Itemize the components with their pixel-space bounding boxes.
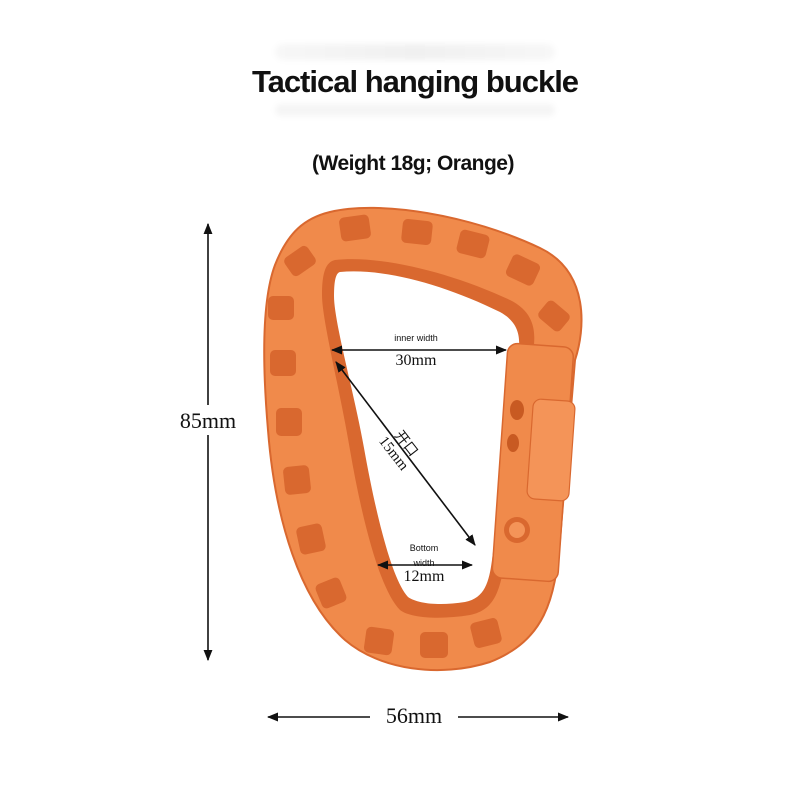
buckle-gate-lock <box>526 398 576 502</box>
bottom-width-value: 12mm <box>404 568 445 585</box>
inner-width-value: 30mm <box>396 352 437 369</box>
width-label: 56mm <box>386 703 442 728</box>
inner-width-label: inner width <box>394 333 438 343</box>
bottom-width-label-2: width <box>412 558 434 568</box>
faint-background-text-2 <box>275 104 555 116</box>
gate-button-inner <box>509 522 525 538</box>
product-title: Tactical hanging buckle <box>251 64 579 99</box>
faint-background-text <box>275 44 555 60</box>
gate-slot-1 <box>510 400 524 420</box>
gate-slot-2 <box>507 434 519 452</box>
carabiner-buckle <box>263 206 583 672</box>
bottom-width-label-1: Bottom <box>410 543 439 553</box>
grip-blocks <box>268 214 570 658</box>
product-subtitle: (Weight 18g; Orange) <box>312 152 514 175</box>
opening-arrow <box>335 361 476 546</box>
height-label: 85mm <box>180 408 236 433</box>
